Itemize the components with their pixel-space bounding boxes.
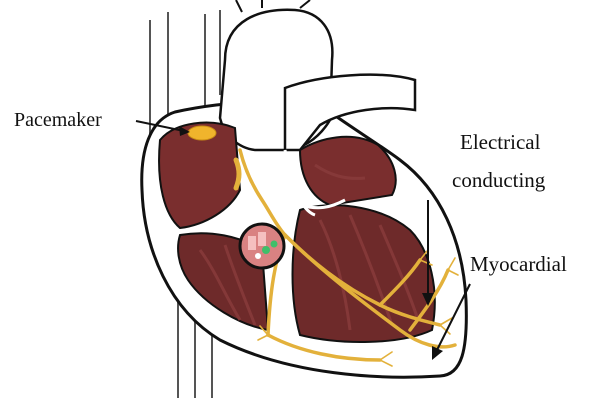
- cell-inset: [240, 224, 284, 268]
- pacemaker-label: Pacemaker: [14, 110, 102, 130]
- left-atrium: [300, 137, 396, 205]
- sinoatrial-node: [188, 126, 216, 140]
- myocardial-label: Myocardial: [470, 254, 567, 275]
- conducting-label: conducting: [452, 170, 545, 191]
- electrical-label: Electrical: [460, 132, 540, 153]
- atrioventricular-node: [236, 160, 239, 188]
